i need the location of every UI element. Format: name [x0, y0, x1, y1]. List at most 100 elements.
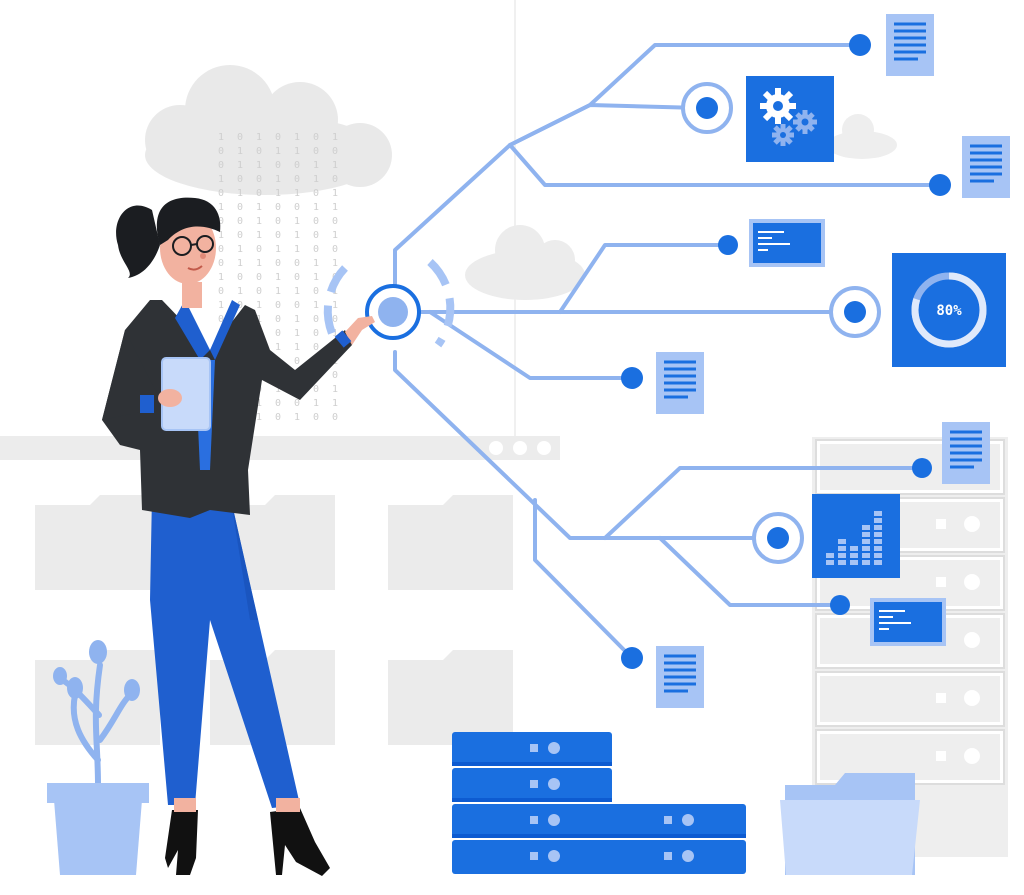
binary-digit: 0 — [218, 188, 224, 199]
binary-digit: 0 — [332, 174, 338, 185]
binary-digit: 0 — [313, 286, 319, 297]
binary-digit: 1 — [218, 174, 224, 185]
binary-digit: 1 — [237, 286, 243, 297]
network-node — [621, 34, 951, 669]
gear-icon — [760, 88, 796, 124]
binary-digit: 0 — [237, 272, 243, 283]
binary-digit: 0 — [237, 202, 243, 213]
target-node — [681, 82, 881, 564]
binary-digit: 0 — [275, 398, 281, 409]
binary-digit: 0 — [313, 412, 319, 423]
server-stack — [452, 732, 746, 874]
binary-digit: 0 — [332, 244, 338, 255]
binary-digit: 0 — [294, 174, 300, 185]
binary-digit: 1 — [332, 188, 338, 199]
binary-digit: 0 — [313, 230, 319, 241]
binary-digit: 1 — [332, 384, 338, 395]
binary-digit: 0 — [313, 244, 319, 255]
document-icon — [656, 646, 704, 708]
binary-digit: 0 — [313, 146, 319, 157]
binary-digit: 0 — [294, 258, 300, 269]
binary-digit: 0 — [294, 356, 300, 367]
binary-digit: 0 — [313, 132, 319, 143]
binary-digit: 0 — [313, 188, 319, 199]
binary-digit: 1 — [237, 244, 243, 255]
binary-digit: 0 — [218, 314, 224, 325]
binary-digit: 1 — [237, 146, 243, 157]
binary-digit: 1 — [275, 272, 281, 283]
binary-digit: 0 — [332, 412, 338, 423]
cloud-icon — [465, 225, 585, 300]
binary-digit: 1 — [332, 132, 338, 143]
binary-digit: 1 — [313, 202, 319, 213]
binary-digit: 1 — [294, 342, 300, 353]
document-icon — [942, 422, 990, 484]
binary-digit: 1 — [332, 230, 338, 241]
binary-digit: 1 — [332, 202, 338, 213]
binary-digit: 0 — [294, 202, 300, 213]
binary-digit: 1 — [313, 258, 319, 269]
binary-digit: 1 — [332, 300, 338, 311]
binary-digit: 0 — [275, 300, 281, 311]
binary-digit: 1 — [294, 146, 300, 157]
folder-icon — [780, 773, 920, 875]
binary-digit: 0 — [332, 314, 338, 325]
binary-digit: 0 — [313, 342, 319, 353]
binary-digit: 1 — [294, 328, 300, 339]
binary-digit: 1 — [332, 398, 338, 409]
binary-digit: 0 — [332, 370, 338, 381]
binary-digit: 0 — [256, 146, 262, 157]
binary-digit: 1 — [256, 314, 262, 325]
binary-digit: 1 — [256, 216, 262, 227]
binary-digit: 0 — [256, 174, 262, 185]
binary-digit: 1 — [332, 328, 338, 339]
binary-digit: 1 — [275, 384, 281, 395]
binary-digit: 1 — [275, 286, 281, 297]
binary-digit: 1 — [275, 244, 281, 255]
binary-digit: 0 — [313, 216, 319, 227]
binary-digit: 0 — [332, 146, 338, 157]
binary-digit: 0 — [256, 188, 262, 199]
network-lines — [393, 43, 942, 660]
binary-digit: 0 — [275, 230, 281, 241]
binary-digit: 0 — [294, 160, 300, 171]
cloud-icon — [145, 65, 392, 195]
binary-digit: 0 — [275, 216, 281, 227]
binary-digit: 1 — [256, 202, 262, 213]
binary-digit: 0 — [313, 328, 319, 339]
binary-digit: 1 — [294, 286, 300, 297]
binary-digit: 1 — [294, 244, 300, 255]
binary-digit: 1 — [313, 160, 319, 171]
woman-figure — [102, 197, 375, 876]
binary-digit: 1 — [275, 342, 281, 353]
binary-digit: 1 — [294, 132, 300, 143]
binary-digit: 1 — [218, 272, 224, 283]
binary-digit: 1 — [332, 160, 338, 171]
binary-digit: 0 — [218, 216, 224, 227]
gauge-label: 80% — [936, 303, 962, 319]
binary-digit: 1 — [313, 174, 319, 185]
binary-digit: 0 — [275, 202, 281, 213]
binary-digit: 1 — [256, 132, 262, 143]
document-icon — [656, 352, 704, 414]
binary-digit: 0 — [275, 132, 281, 143]
binary-digit: 1 — [237, 258, 243, 269]
hub-node — [323, 259, 455, 348]
gauge-arc — [911, 272, 987, 348]
binary-digit: 1 — [275, 174, 281, 185]
binary-digit: 1 — [275, 146, 281, 157]
binary-digit: 0 — [237, 132, 243, 143]
binary-digit: 1 — [256, 412, 262, 423]
binary-digit: 0 — [294, 300, 300, 311]
binary-digit: 1 — [294, 188, 300, 199]
binary-digit: 0 — [256, 286, 262, 297]
binary-digit: 0 — [218, 160, 224, 171]
binary-digit: 1 — [275, 188, 281, 199]
code-window-icon — [749, 219, 825, 267]
binary-digit: 0 — [313, 384, 319, 395]
binary-digit: 0 — [313, 314, 319, 325]
gear-icon — [793, 110, 817, 134]
binary-digit: 1 — [294, 314, 300, 325]
binary-digit: 0 — [256, 272, 262, 283]
